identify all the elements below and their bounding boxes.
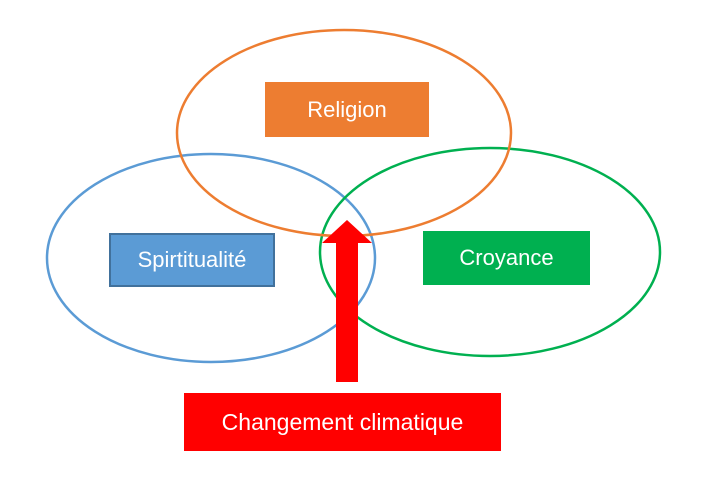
up-arrow: [322, 220, 372, 382]
croyance-ellipse: [318, 146, 662, 358]
spiritualite-label: Spirtitualité: [137, 247, 247, 272]
spiritualite-box: Spirtitualité: [109, 233, 275, 287]
changement-climatique-label: Changement climatique: [221, 408, 464, 435]
religion-box: Religion: [265, 82, 429, 137]
spiritualite-ellipse: [45, 152, 377, 364]
religion-label: Religion: [307, 96, 387, 122]
croyance-label: Croyance: [459, 245, 554, 270]
croyance-box: Croyance: [423, 231, 590, 285]
changement-climatique-box: Changement climatique: [184, 393, 501, 451]
